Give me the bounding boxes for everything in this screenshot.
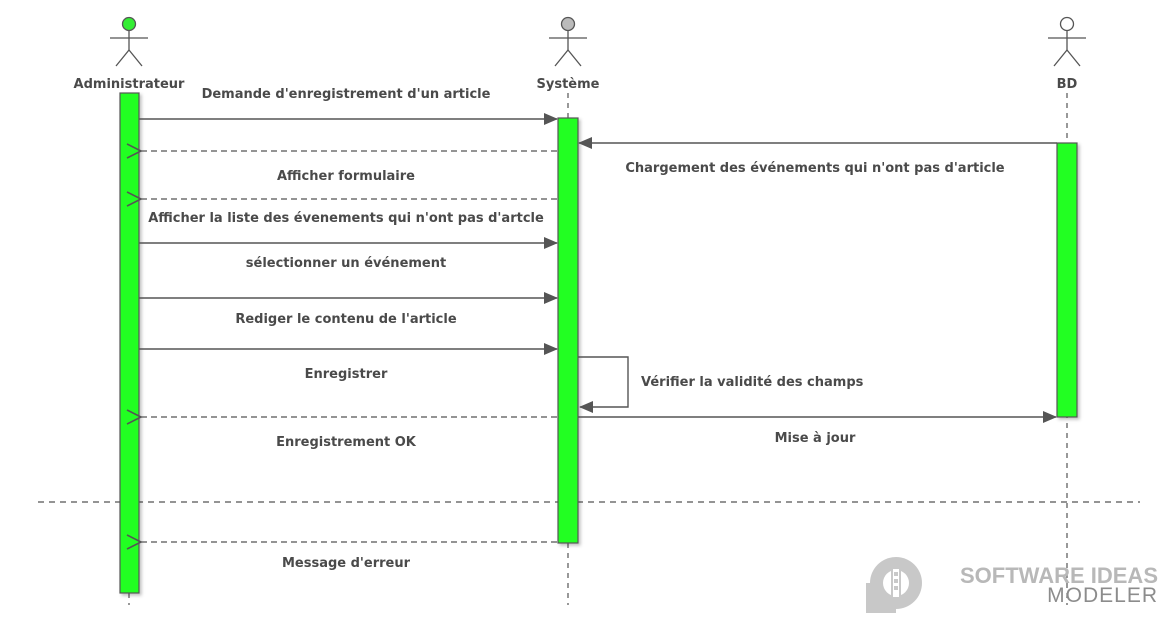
software-ideas-logo-icon (866, 557, 922, 613)
message-label: Enregistrement OK (276, 435, 417, 450)
message-label: Vérifier la validité des champs (641, 375, 864, 390)
actor-head-icon (1059, 16, 1075, 32)
message-enregistrement-ok[interactable]: Enregistrement OK (141, 417, 557, 450)
actor-name: BD (1057, 77, 1078, 92)
message-label: Afficher la liste des évenements qui n'o… (148, 211, 544, 226)
actor-name: Administrateur (74, 77, 186, 92)
watermark: SOFTWARE IDEAS MODELER (866, 557, 1158, 613)
activation-bar-administrateur[interactable] (119, 92, 140, 594)
message-label: Rediger le contenu de l'article (235, 312, 457, 327)
message-label: Demande d'enregistrement d'un article (202, 87, 491, 102)
message-verifier-validite[interactable]: Vérifier la validité des champs (578, 356, 864, 413)
message-label: Mise à jour (775, 431, 856, 446)
message-label: Chargement des événements qui n'ont pas … (625, 161, 1004, 176)
message-label: Message d'erreur (282, 556, 411, 571)
actor-systeme[interactable]: Système (537, 16, 600, 93)
watermark-line1: SOFTWARE IDEAS (960, 563, 1158, 588)
message-label: sélectionner un événement (246, 256, 446, 271)
message-mise-a-jour[interactable]: Mise à jour (578, 411, 1057, 446)
message-afficher-formulaire[interactable]: Afficher formulaire (141, 169, 557, 199)
message-chargement-evenements[interactable]: Chargement des événements qui n'ont pas … (578, 137, 1057, 176)
actor-head-icon (560, 16, 576, 32)
watermark-line2: MODELER (1047, 584, 1158, 607)
message-label: Afficher formulaire (277, 169, 415, 184)
message-erreur[interactable]: Message d'erreur (141, 542, 557, 571)
actor-administrateur[interactable]: Administrateur (74, 16, 186, 93)
message-label-enregistrer: Enregistrer (305, 367, 388, 382)
actor-head-icon (121, 16, 137, 32)
self-message-arrow (578, 356, 629, 413)
message-selectionner-evenement[interactable]: sélectionner un événement (139, 256, 558, 304)
activation-bar-systeme[interactable] (557, 117, 579, 544)
actor-bd[interactable]: BD (1048, 16, 1086, 93)
activation-bar-bd[interactable] (1056, 142, 1078, 418)
message-demande-enregistrement[interactable]: Demande d'enregistrement d'un article (139, 87, 558, 125)
message-rediger-contenu[interactable]: Rediger le contenu de l'article (139, 312, 558, 355)
actor-name: Système (537, 77, 600, 92)
message-afficher-liste[interactable]: Afficher la liste des évenements qui n'o… (139, 211, 558, 249)
